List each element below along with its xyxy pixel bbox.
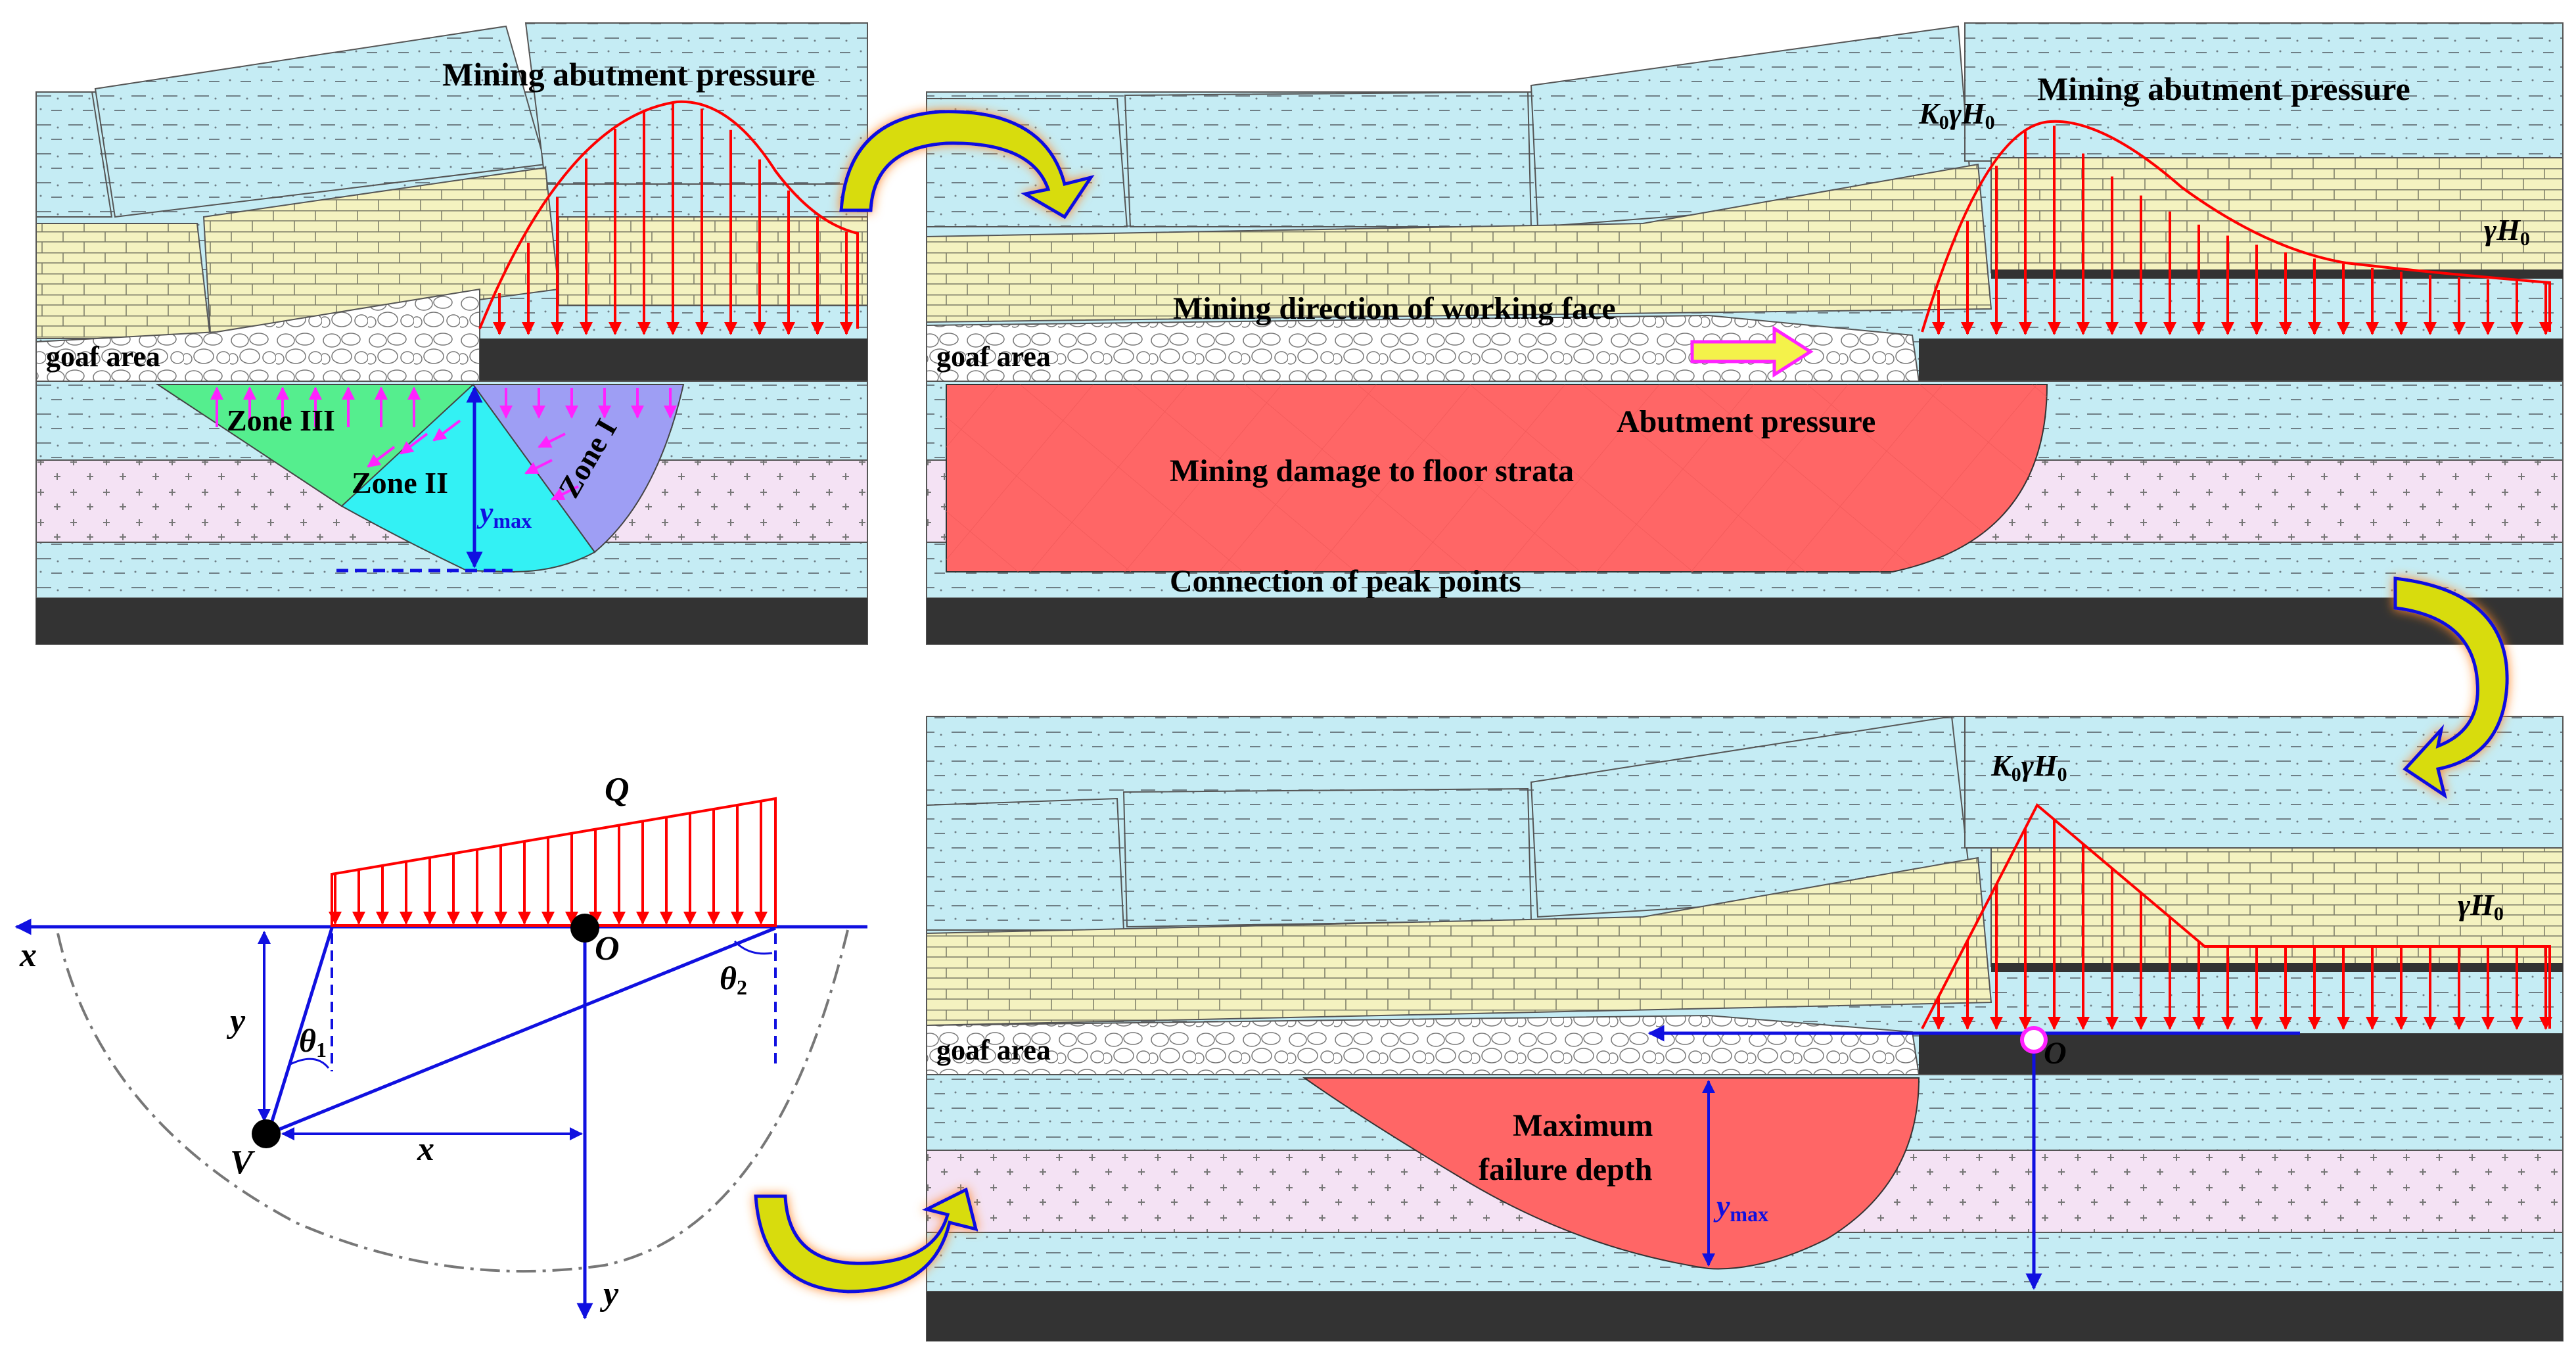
x-axis-label: x (19, 937, 37, 974)
theta-2-arc (733, 940, 773, 955)
abutment-pressure-curve-3 (1921, 803, 2551, 1029)
max-depth-label-2: failure depth (1479, 1152, 1652, 1187)
goaf-label-2: goaf area (936, 340, 1051, 373)
abutment-pressure-curve (478, 100, 859, 329)
flow-arrow-2 (2393, 576, 2509, 799)
flow-arrow-1 (839, 110, 1095, 220)
zone-2-label: Zone II (352, 466, 448, 500)
force-arrow (400, 432, 428, 455)
goaf-label: goaf area (46, 340, 160, 373)
zone-1-area (472, 384, 685, 553)
theta-2-label: θ2 (720, 960, 747, 999)
panel-3-mechanics-model: Q x O y θ1 θ2 V x y (14, 771, 867, 1320)
panel-1-title: Mining abutment pressure (442, 56, 816, 93)
force-arrow (538, 432, 566, 448)
damage-label: Mining damage to floor strata (1170, 454, 1574, 488)
mining-direction-label: Mining direction of working face (1173, 291, 1616, 326)
goaf-label-3: goaf area (936, 1034, 1051, 1066)
panel-1-floor-zones: Mining abutment pressure goaf area Zone … (35, 22, 868, 645)
panel-2-floor-damage: Mining abutment pressure K0γH0 γH0 Minin… (926, 22, 2564, 645)
origin-label-2: O (2044, 1036, 2067, 1071)
abutment-pressure-label: Abutment pressure (1617, 404, 1875, 439)
theta-1-label: θ1 (299, 1022, 327, 1062)
zone-stress-arrows (210, 386, 677, 501)
pressure-arrows-2 (1932, 126, 2552, 335)
connection-label: Connection of peak points (1170, 564, 1521, 599)
failure-zone (1302, 1077, 1920, 1270)
zone-3-label: Zone III (227, 404, 335, 437)
panel-2-title: Mining abutment pressure (2037, 70, 2410, 107)
origin-point (570, 914, 599, 943)
initial-stress-label: γH0 (2484, 213, 2530, 250)
failure-envelope (57, 929, 849, 1273)
load-distribution (331, 797, 777, 927)
load-q-label: Q (605, 771, 630, 808)
peak-stress-label: K0γH0 (1918, 97, 1995, 133)
origin-point-2 (2020, 1026, 2048, 1054)
flow-arrow-3 (754, 1187, 978, 1294)
panel-4-failure-depth: K0γH0 γH0 goaf area O Maximum failure de… (926, 715, 2564, 1342)
mining-direction-arrow (1690, 325, 1814, 378)
point-v (252, 1119, 281, 1148)
ymax-label: ymax (476, 496, 532, 532)
force-arrow (432, 419, 461, 442)
theta-1-arc (288, 1058, 330, 1069)
y-axis-label: y (599, 1275, 619, 1313)
ray-1 (266, 927, 334, 1134)
depth-y-label: y (226, 1002, 246, 1040)
max-depth-label-1: Maximum (1513, 1108, 1653, 1143)
force-arrow (551, 485, 579, 501)
pressure-arrows-3 (1932, 819, 2552, 1030)
force-arrow (524, 459, 553, 475)
origin-label: O (595, 930, 620, 968)
point-v-label: V (230, 1144, 256, 1181)
x-distance-label: x (417, 1131, 434, 1168)
initial-stress-label-2: γH0 (2458, 888, 2504, 925)
abutment-pressure-curve-2 (1921, 120, 2551, 333)
load-arrows (329, 801, 768, 925)
peak-stress-label-2: K0γH0 (1990, 749, 2067, 785)
force-arrow (367, 446, 396, 468)
ymax-label-2: ymax (1713, 1189, 1768, 1226)
pressure-arrows (493, 102, 853, 335)
ray-2 (267, 926, 776, 1136)
